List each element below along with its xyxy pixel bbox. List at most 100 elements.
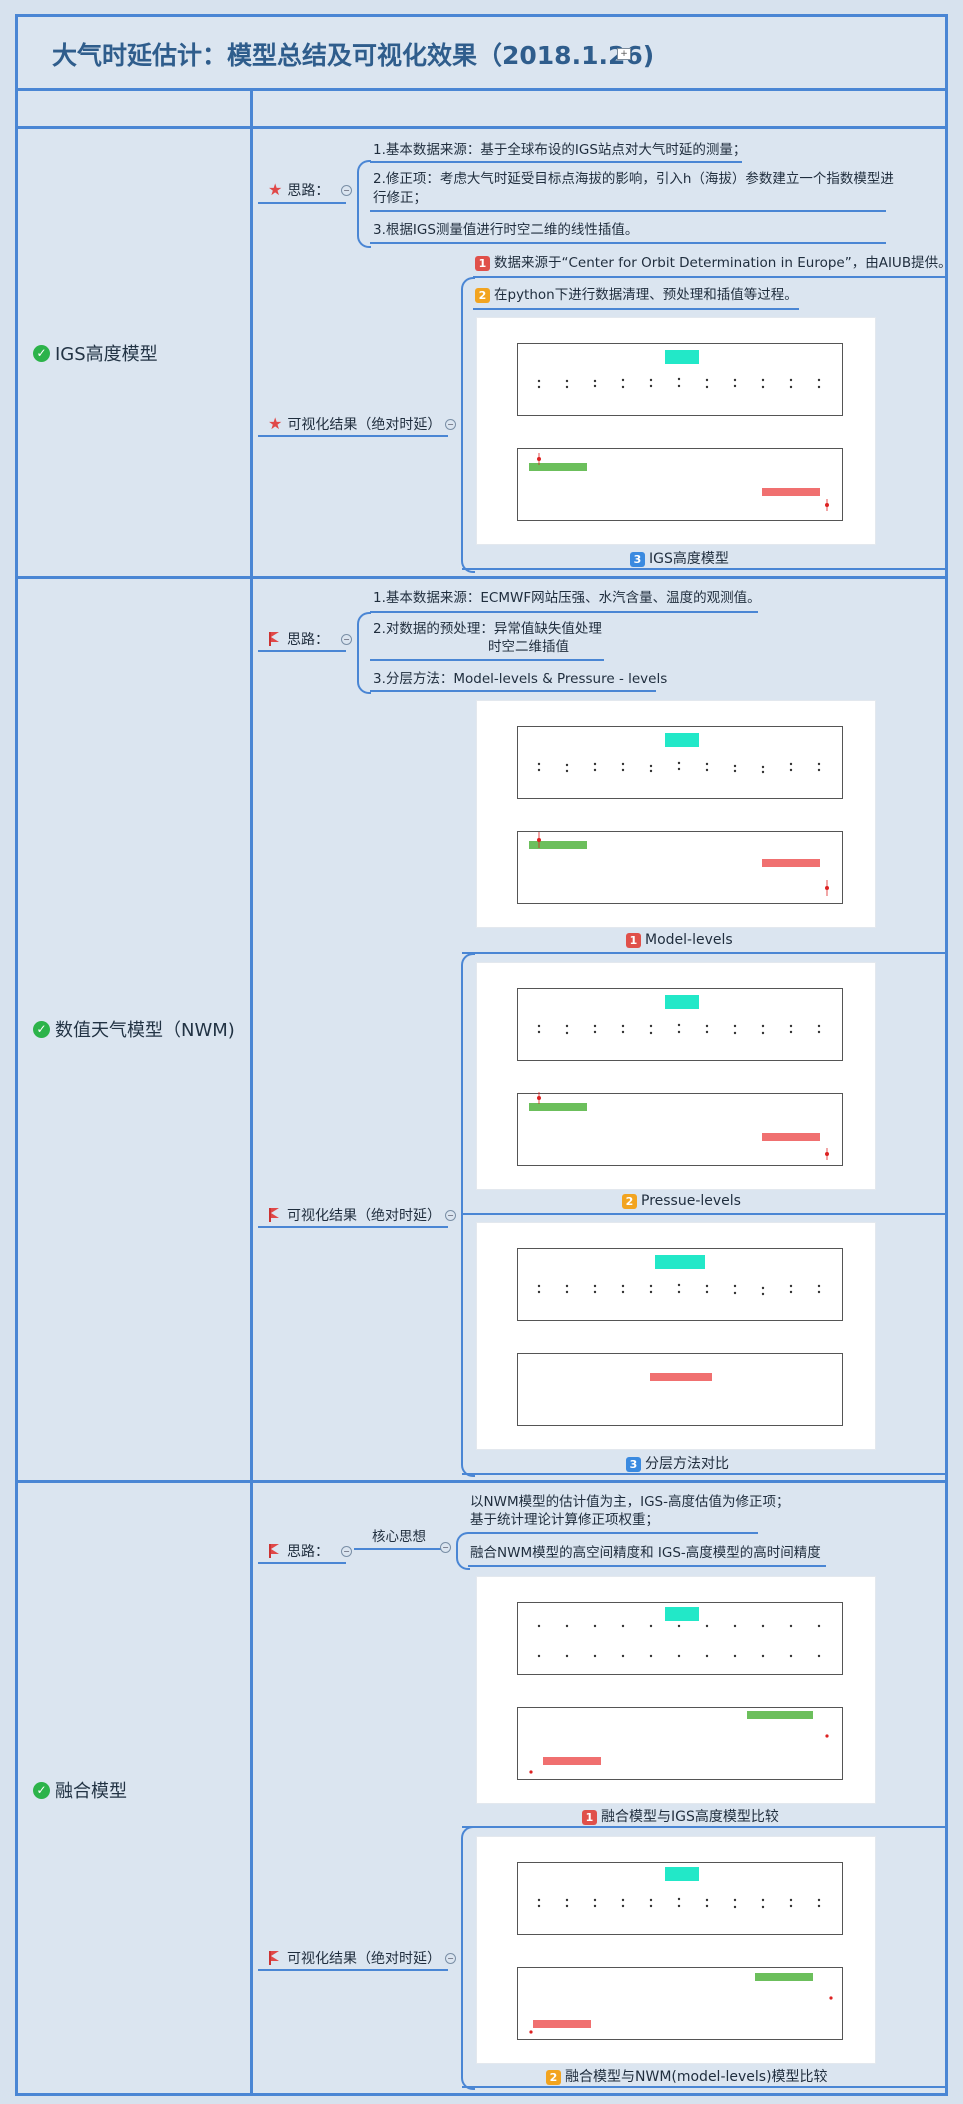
item-underline <box>370 210 886 212</box>
igs-idea-node[interactable]: ★ 思路： <box>268 180 330 200</box>
item-underline <box>462 1826 946 1828</box>
collapse-minus-icon[interactable]: − <box>341 185 352 196</box>
branch-brace <box>357 612 371 694</box>
collapse-minus-icon[interactable]: − <box>341 634 352 645</box>
scatter-marks <box>529 1897 833 2034</box>
igs-viz-node[interactable]: ★ 可视化结果（绝对时延） <box>268 414 442 434</box>
nwm-idea-node[interactable]: 思路： <box>268 629 329 649</box>
scatter-marks <box>537 377 829 511</box>
section-nwm-label: 数值天气模型（NWM) <box>55 1020 235 1041</box>
idea-item: 时空二维插值 <box>488 639 569 655</box>
legend-box <box>762 859 820 867</box>
flag-icon <box>268 1208 282 1222</box>
collapse-minus-icon[interactable]: − <box>445 1953 456 1964</box>
plot-axes <box>517 1093 843 1166</box>
item-underline <box>473 308 799 310</box>
branch-brace <box>456 1532 470 1570</box>
nwm-viz-node[interactable]: 可视化结果（绝对时延） <box>268 1205 441 1225</box>
legend-box <box>543 1757 601 1765</box>
section-igs[interactable]: ✓ IGS高度模型 <box>33 340 158 366</box>
note-icon[interactable]: + <box>617 48 631 60</box>
connector <box>258 435 448 437</box>
section-igs-label: IGS高度模型 <box>55 344 158 365</box>
fusion-idea-node[interactable]: 思路： <box>268 1541 329 1561</box>
plot-axes <box>517 726 843 799</box>
collapse-minus-icon[interactable]: − <box>341 1546 352 1557</box>
legend-box <box>762 488 820 496</box>
legend-box <box>529 463 587 471</box>
legend-box <box>665 350 699 364</box>
connector <box>258 202 346 204</box>
legend-box <box>533 2020 591 2028</box>
item-underline <box>370 690 656 692</box>
figure-fusion-vs-igs[interactable] <box>476 1576 876 1804</box>
figure-igs[interactable] <box>476 317 876 545</box>
core-item: 以NWM模型的估计值为主，IGS-高度估值为修正项； <box>470 1494 790 1510</box>
item-underline <box>370 242 886 244</box>
divider <box>15 1480 948 1483</box>
item-underline <box>370 161 742 163</box>
idea-item: 3.根据IGS测量值进行时空二维的线性插值。 <box>373 222 639 238</box>
flag-icon <box>268 1951 282 1965</box>
fusion-viz-node[interactable]: 可视化结果（绝对时延） <box>268 1948 441 1968</box>
figure-model-levels[interactable] <box>476 700 876 928</box>
branch-brace <box>461 1826 475 2090</box>
plot-axes <box>517 1602 843 1675</box>
item-underline <box>462 1473 946 1475</box>
connector <box>258 1226 448 1228</box>
legend-box <box>755 1973 813 1981</box>
connector <box>258 1562 346 1564</box>
scatter-marks <box>537 761 829 896</box>
plot-axes <box>517 1248 843 1321</box>
item-underline <box>468 1565 826 1567</box>
item-underline <box>462 1213 946 1215</box>
check-circle-icon: ✓ <box>33 344 50 362</box>
idea-item: 2.对数据的预处理：异常值缺失值处理 <box>373 621 602 637</box>
plot-axes <box>517 1862 843 1935</box>
divider <box>15 126 948 129</box>
figure-fusion-vs-nwm[interactable] <box>476 1836 876 2064</box>
figure-level-comparison[interactable] <box>476 1222 876 1450</box>
legend-box <box>665 1607 699 1621</box>
plot-axes <box>517 1353 843 1426</box>
idea-item: 3.分层方法：Model-levels & Pressure - levels <box>373 671 668 687</box>
legend-box <box>762 1133 820 1141</box>
scatter-marks <box>537 1283 821 1296</box>
section-fusion-label: 融合模型 <box>55 1781 127 1802</box>
idea-item: 1.基本数据来源：基于全球布设的IGS站点对大气时延的测量； <box>373 142 747 158</box>
collapse-minus-icon[interactable]: − <box>445 1210 456 1221</box>
flag-icon <box>268 1544 282 1558</box>
plot-axes <box>517 448 843 521</box>
core-item: 融合NWM模型的高空间精度和 IGS-高度模型的高时间精度 <box>470 1545 821 1561</box>
section-fusion[interactable]: ✓ 融合模型 <box>33 1777 127 1803</box>
star-icon: ★ <box>268 180 283 199</box>
legend-box <box>529 841 587 849</box>
collapse-minus-icon[interactable]: − <box>445 419 456 430</box>
figure-pressure-levels[interactable] <box>476 962 876 1190</box>
section-nwm[interactable]: ✓ 数值天气模型（NWM) <box>33 1016 235 1042</box>
branch-brace <box>461 953 475 1477</box>
legend-box <box>665 995 699 1009</box>
scatter-marks <box>529 1624 829 1774</box>
column-divider <box>250 90 253 2096</box>
item-underline <box>370 611 758 613</box>
check-circle-icon: ✓ <box>33 1020 50 1038</box>
legend-box <box>665 1867 699 1881</box>
check-circle-icon: ✓ <box>33 1781 50 1799</box>
connector <box>354 1548 444 1550</box>
divider <box>15 576 948 579</box>
star-icon: ★ <box>268 414 283 433</box>
plot-axes <box>517 1967 843 2040</box>
legend-box <box>529 1103 587 1111</box>
collapse-minus-icon[interactable]: − <box>440 1542 451 1553</box>
item-underline <box>473 276 945 278</box>
core-idea-node[interactable]: 核心思想 <box>372 1529 426 1545</box>
plot-axes <box>517 343 843 416</box>
idea-item: 2.修正项：考虑大气时延受目标点海拔的影响，引入h（海拔）参数建立一个指数模型进 <box>373 171 894 187</box>
